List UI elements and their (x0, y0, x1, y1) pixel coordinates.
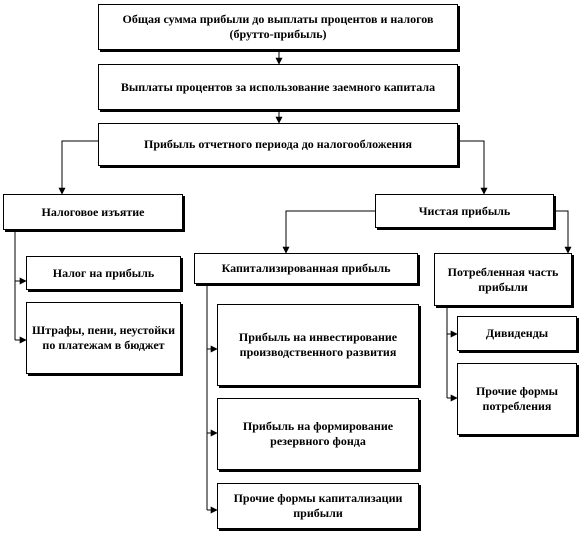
capitalized-profit-box: Капитализированная прибыль (194, 253, 418, 284)
dividends-label: Дивиденды (485, 326, 549, 340)
other-capitalization-label: Прочие формы капитализации прибыли (233, 491, 403, 520)
other-consumption-label: Прочие формы потребления (475, 384, 559, 413)
capitalized-profit-label: Капитализированная прибыль (221, 261, 391, 275)
gross-profit-label: Общая сумма прибыли до выплаты процентов… (122, 12, 434, 41)
pretax-profit-box: Прибыль отчетного периода до налогооблож… (98, 123, 458, 166)
profit-tax-box: Налог на прибыль (26, 256, 181, 290)
net-profit-box: Чистая прибыль (375, 194, 554, 228)
fines-label: Штрафы, пени, неустойки по платежам в бю… (31, 323, 175, 352)
connector-pretax-to-net (458, 140, 488, 195)
fines-box: Штрафы, пени, неустойки по платежам в бю… (26, 302, 181, 374)
investment-profit-box: Прибыль на инвестирование производственн… (217, 304, 419, 386)
investment-profit-label: Прибыль на инвестирование производственн… (238, 330, 398, 359)
reserve-fund-box: Прибыль на формирование резервного фонда (217, 398, 419, 470)
dividends-box: Дивиденды (457, 316, 577, 351)
connector-net-to-consumed (554, 210, 572, 254)
pretax-profit-label: Прибыль отчетного периода до налогооблож… (143, 137, 412, 151)
gross-profit-box: Общая сумма прибыли до выплаты процентов… (98, 4, 458, 50)
connector-net-to-capitalized (282, 210, 375, 254)
interest-payments-box: Выплаты процентов за использование заемн… (98, 64, 458, 110)
other-capitalization-box: Прочие формы капитализации прибыли (217, 483, 419, 529)
reserve-fund-label: Прибыль на формирование резервного фонда (242, 419, 394, 448)
interest-payments-label: Выплаты процентов за использование заемн… (120, 79, 436, 94)
other-consumption-box: Прочие формы потребления (457, 363, 577, 435)
consumed-profit-box: Потребленная часть прибыли (434, 253, 572, 306)
tax-withdrawal-box: Налоговое изъятие (3, 194, 183, 230)
consumed-profit-label: Потребленная часть прибыли (447, 264, 559, 294)
connector-pretax-to-tax (58, 140, 98, 195)
net-profit-label: Чистая прибыль (418, 203, 511, 218)
tax-withdrawal-label: Налоговое изъятие (41, 204, 145, 219)
profit-tax-label: Налог на прибыль (52, 265, 155, 280)
